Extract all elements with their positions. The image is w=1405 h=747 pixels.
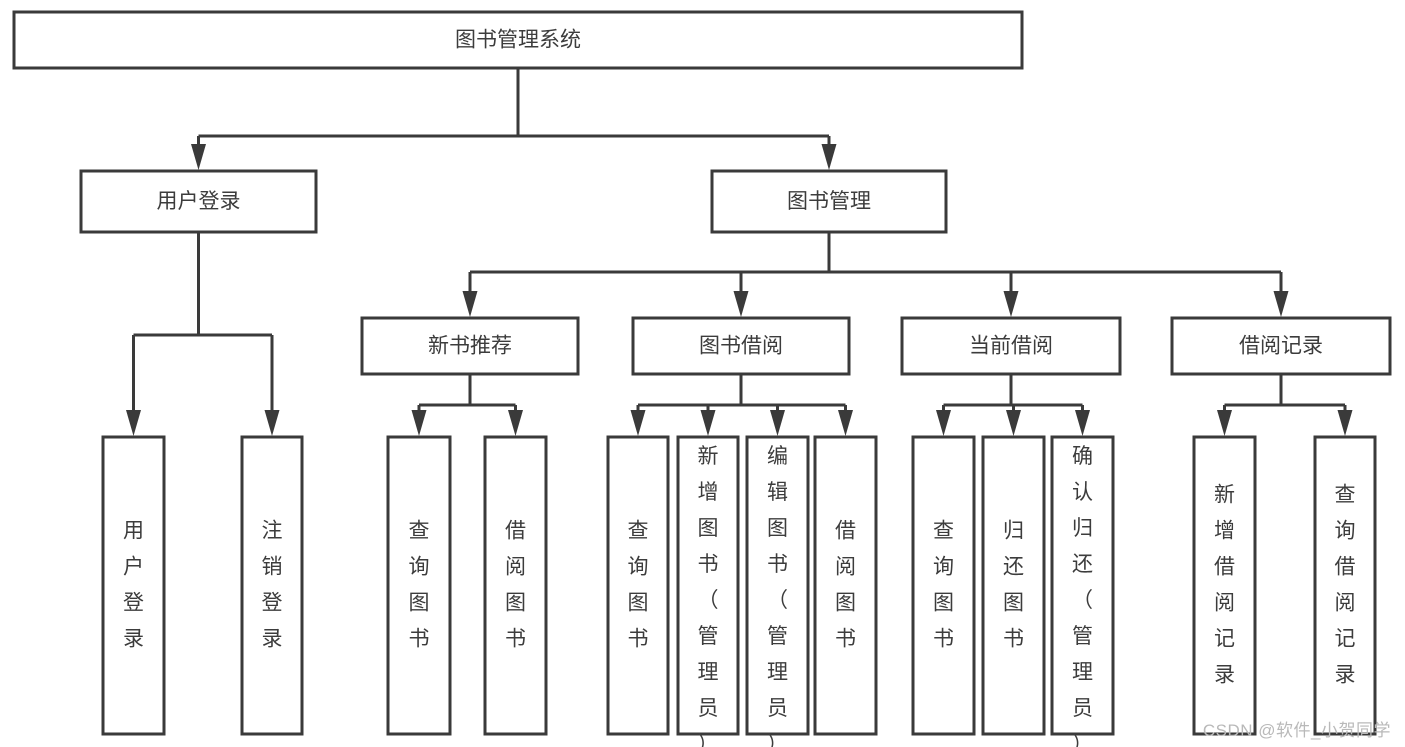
node-box — [1050, 435, 1115, 736]
node-图书管理-L1[interactable]: 图书管理 — [710, 169, 948, 234]
arrowhead-查询借阅记录 — [1337, 410, 1353, 436]
node-查询图书-L3[interactable]: 查询图书 — [606, 435, 670, 736]
node-box — [483, 435, 548, 736]
arrowhead-查询图书 — [411, 410, 427, 436]
arrowhead-新增借阅记录 — [1217, 410, 1232, 436]
node-编辑图书-管理员-L3[interactable]: 编辑图书（管理员） — [745, 435, 810, 747]
node-box — [1313, 435, 1377, 736]
node-label: 用户登录 — [123, 520, 144, 651]
node-新书推荐-L2[interactable]: 新书推荐 — [360, 316, 580, 376]
node-box — [606, 435, 670, 736]
node-label: 新增借阅记录 — [1214, 484, 1235, 687]
node-新增图书-管理员-L3[interactable]: 新增图书（管理员） — [676, 435, 740, 747]
arrowhead-查询图书 — [630, 410, 646, 436]
node-借阅图书-L3[interactable]: 借阅图书 — [813, 435, 878, 736]
node-label: 当前借阅 — [969, 335, 1053, 358]
node-box — [1170, 316, 1392, 376]
node-label: 查询图书 — [628, 520, 649, 651]
edge-group-用户登录 — [126, 232, 280, 436]
node-label: 编辑图书（管理员） — [767, 445, 788, 747]
node-box — [900, 316, 1122, 376]
node-借阅图书-L3[interactable]: 借阅图书 — [483, 435, 548, 736]
node-label: 查询借阅记录 — [1335, 484, 1356, 687]
arrowhead-图书管理 — [821, 144, 837, 170]
node-图书管理系统-L0[interactable]: 图书管理系统 — [12, 10, 1024, 70]
edge-group-当前借阅 — [936, 374, 1090, 436]
arrowhead-用户登录 — [126, 410, 141, 436]
node-box — [386, 435, 452, 736]
arrowhead-当前借阅 — [1003, 291, 1019, 317]
node-新增借阅记录-L3[interactable]: 新增借阅记录 — [1192, 435, 1257, 736]
arrowhead-用户登录 — [191, 144, 206, 170]
arrowhead-借阅图书 — [508, 410, 523, 436]
node-box — [911, 435, 976, 736]
node-box — [79, 169, 318, 234]
arrowhead-借阅记录 — [1273, 291, 1289, 317]
arrowhead-编辑图书-管理员 — [770, 410, 785, 436]
node-用户登录-L1[interactable]: 用户登录 — [79, 169, 318, 234]
edges-layer — [126, 68, 1353, 436]
node-label: 图书借阅 — [699, 335, 783, 358]
node-label: 借阅图书 — [505, 520, 526, 651]
node-确认归还-管理员-L3[interactable]: 确认归还（管理员） — [1050, 435, 1115, 747]
edge-group-新书推荐 — [411, 374, 523, 436]
arrowhead-借阅图书 — [838, 410, 853, 436]
node-box — [12, 10, 1024, 70]
node-查询借阅记录-L3[interactable]: 查询借阅记录 — [1313, 435, 1377, 736]
arrowhead-查询图书 — [936, 410, 951, 436]
node-label: 图书管理系统 — [455, 29, 581, 52]
node-label: 新增图书（管理员） — [698, 445, 719, 747]
node-label: 查询图书 — [409, 520, 430, 651]
node-box — [360, 316, 580, 376]
node-box — [676, 435, 740, 736]
node-label: 借阅记录 — [1239, 335, 1323, 358]
node-查询图书-L3[interactable]: 查询图书 — [911, 435, 976, 736]
node-查询图书-L3[interactable]: 查询图书 — [386, 435, 452, 736]
node-借阅记录-L2[interactable]: 借阅记录 — [1170, 316, 1392, 376]
node-用户登录-L3[interactable]: 用户登录 — [101, 435, 166, 736]
node-box — [981, 435, 1046, 736]
arrowhead-图书借阅 — [733, 291, 749, 317]
nodes-layer: 图书管理系统用户登录图书管理新书推荐图书借阅当前借阅借阅记录用户登录注销登录查询… — [12, 10, 1392, 747]
node-label: 确认归还（管理员） — [1072, 445, 1093, 747]
arrowhead-确认归还-管理员 — [1075, 410, 1090, 436]
node-label: 借阅图书 — [835, 520, 856, 651]
node-box — [631, 316, 851, 376]
node-box — [1192, 435, 1257, 736]
watermark-text: CSDN @软件_小贺同学 — [1202, 721, 1391, 740]
node-box — [813, 435, 878, 736]
arrowhead-注销登录 — [264, 410, 280, 436]
node-label: 注销登录 — [262, 520, 283, 651]
arrowhead-新增图书-管理员 — [700, 410, 716, 436]
edge-group-图书管理系统 — [191, 68, 837, 170]
arrowhead-归还图书 — [1006, 410, 1021, 436]
node-label: 查询图书 — [933, 520, 954, 651]
node-label: 用户登录 — [157, 190, 241, 213]
arrowhead-新书推荐 — [462, 291, 478, 317]
edge-group-借阅记录 — [1217, 374, 1353, 436]
node-归还图书-L3[interactable]: 归还图书 — [981, 435, 1046, 736]
node-box — [710, 169, 948, 234]
node-box — [101, 435, 166, 736]
node-注销登录-L3[interactable]: 注销登录 — [240, 435, 304, 736]
node-box — [745, 435, 810, 736]
edge-group-图书管理 — [462, 232, 1289, 317]
node-label: 图书管理 — [787, 190, 871, 213]
node-label: 归还图书 — [1003, 520, 1024, 651]
edge-group-图书借阅 — [630, 374, 853, 436]
node-图书借阅-L2[interactable]: 图书借阅 — [631, 316, 851, 376]
node-当前借阅-L2[interactable]: 当前借阅 — [900, 316, 1122, 376]
node-box — [240, 435, 304, 736]
node-label: 新书推荐 — [428, 335, 512, 358]
